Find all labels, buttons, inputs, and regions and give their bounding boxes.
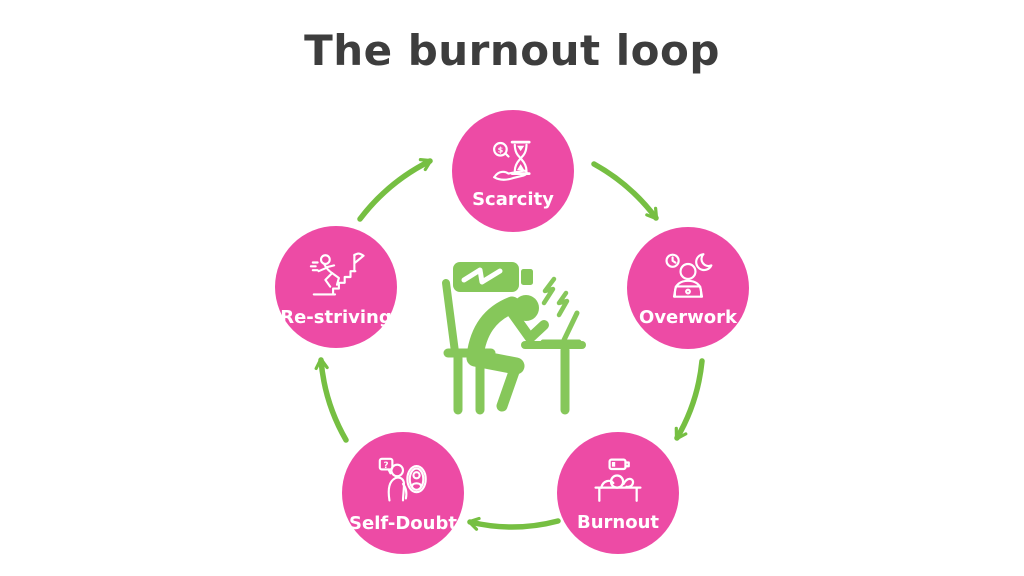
low-battery-icon — [453, 262, 533, 292]
stage-selfdoubt: ? Self-Doubt — [342, 432, 464, 554]
arrow-scarcity-to-overwork — [591, 161, 659, 221]
working-late-night-laptop-icon — [665, 252, 713, 298]
stage-scarcity: $ Scarcity — [452, 110, 574, 232]
stage-label: Overwork — [639, 306, 737, 328]
stage-label: Burnout — [576, 511, 659, 533]
running-up-stairs-to-flag-icon — [309, 252, 365, 295]
hand-hourglass-money-icon: $ — [493, 140, 531, 181]
stage-burnout: Burnout — [557, 432, 679, 554]
stage-label: Self-Doubt — [349, 512, 457, 534]
arrow-selfdoubt-to-restriving — [314, 357, 349, 443]
burnout-person-illustration — [442, 262, 586, 415]
collapsed-at-desk-low-battery-icon — [594, 458, 642, 502]
person-head — [513, 295, 539, 321]
arrow-burnout-to-selfdoubt — [467, 516, 561, 531]
mirror-self-question-icon: ? — [378, 457, 427, 501]
stage-label: Re-striving — [280, 306, 392, 328]
page-title: The burnout loop — [304, 26, 720, 75]
stage-label: Scarcity — [472, 188, 554, 210]
arrow-overwork-to-burnout — [674, 358, 705, 441]
stage-restriving: Re-striving — [275, 226, 397, 348]
svg-text:?: ? — [384, 461, 389, 471]
arrow-restriving-to-scarcity — [357, 158, 433, 222]
svg-text:$: $ — [498, 144, 504, 154]
stage-overwork: Overwork — [627, 227, 749, 349]
